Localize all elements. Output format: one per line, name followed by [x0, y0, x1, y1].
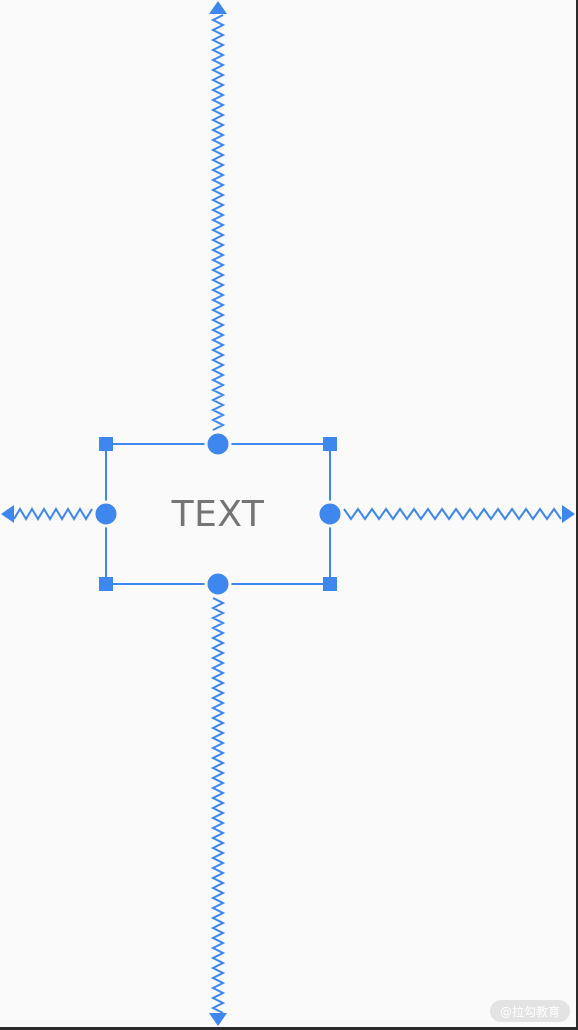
bottom-constraint-arrow-icon	[209, 1013, 227, 1026]
bottom-anchor-handle[interactable]	[204, 570, 232, 598]
resize-handle-top-left[interactable]	[99, 437, 113, 451]
resize-handle-bottom-left[interactable]	[99, 577, 113, 591]
text-widget[interactable]: TEXT	[171, 493, 265, 535]
end-constraint-arrow-icon	[562, 505, 575, 523]
end-anchor-handle[interactable]	[316, 500, 344, 528]
start-anchor-handle[interactable]	[92, 500, 120, 528]
end-constraint-spring[interactable]	[343, 507, 562, 521]
watermark: @拉勾教育	[490, 1000, 570, 1022]
resize-handle-top-right[interactable]	[323, 437, 337, 451]
resize-handle-bottom-right[interactable]	[323, 577, 337, 591]
top-constraint-spring[interactable]	[210, 14, 226, 431]
top-constraint-arrow-icon	[209, 1, 227, 14]
bottom-constraint-spring[interactable]	[210, 597, 226, 1014]
top-anchor-handle[interactable]	[204, 430, 232, 458]
start-constraint-spring[interactable]	[13, 507, 93, 521]
start-constraint-arrow-icon	[1, 505, 14, 523]
